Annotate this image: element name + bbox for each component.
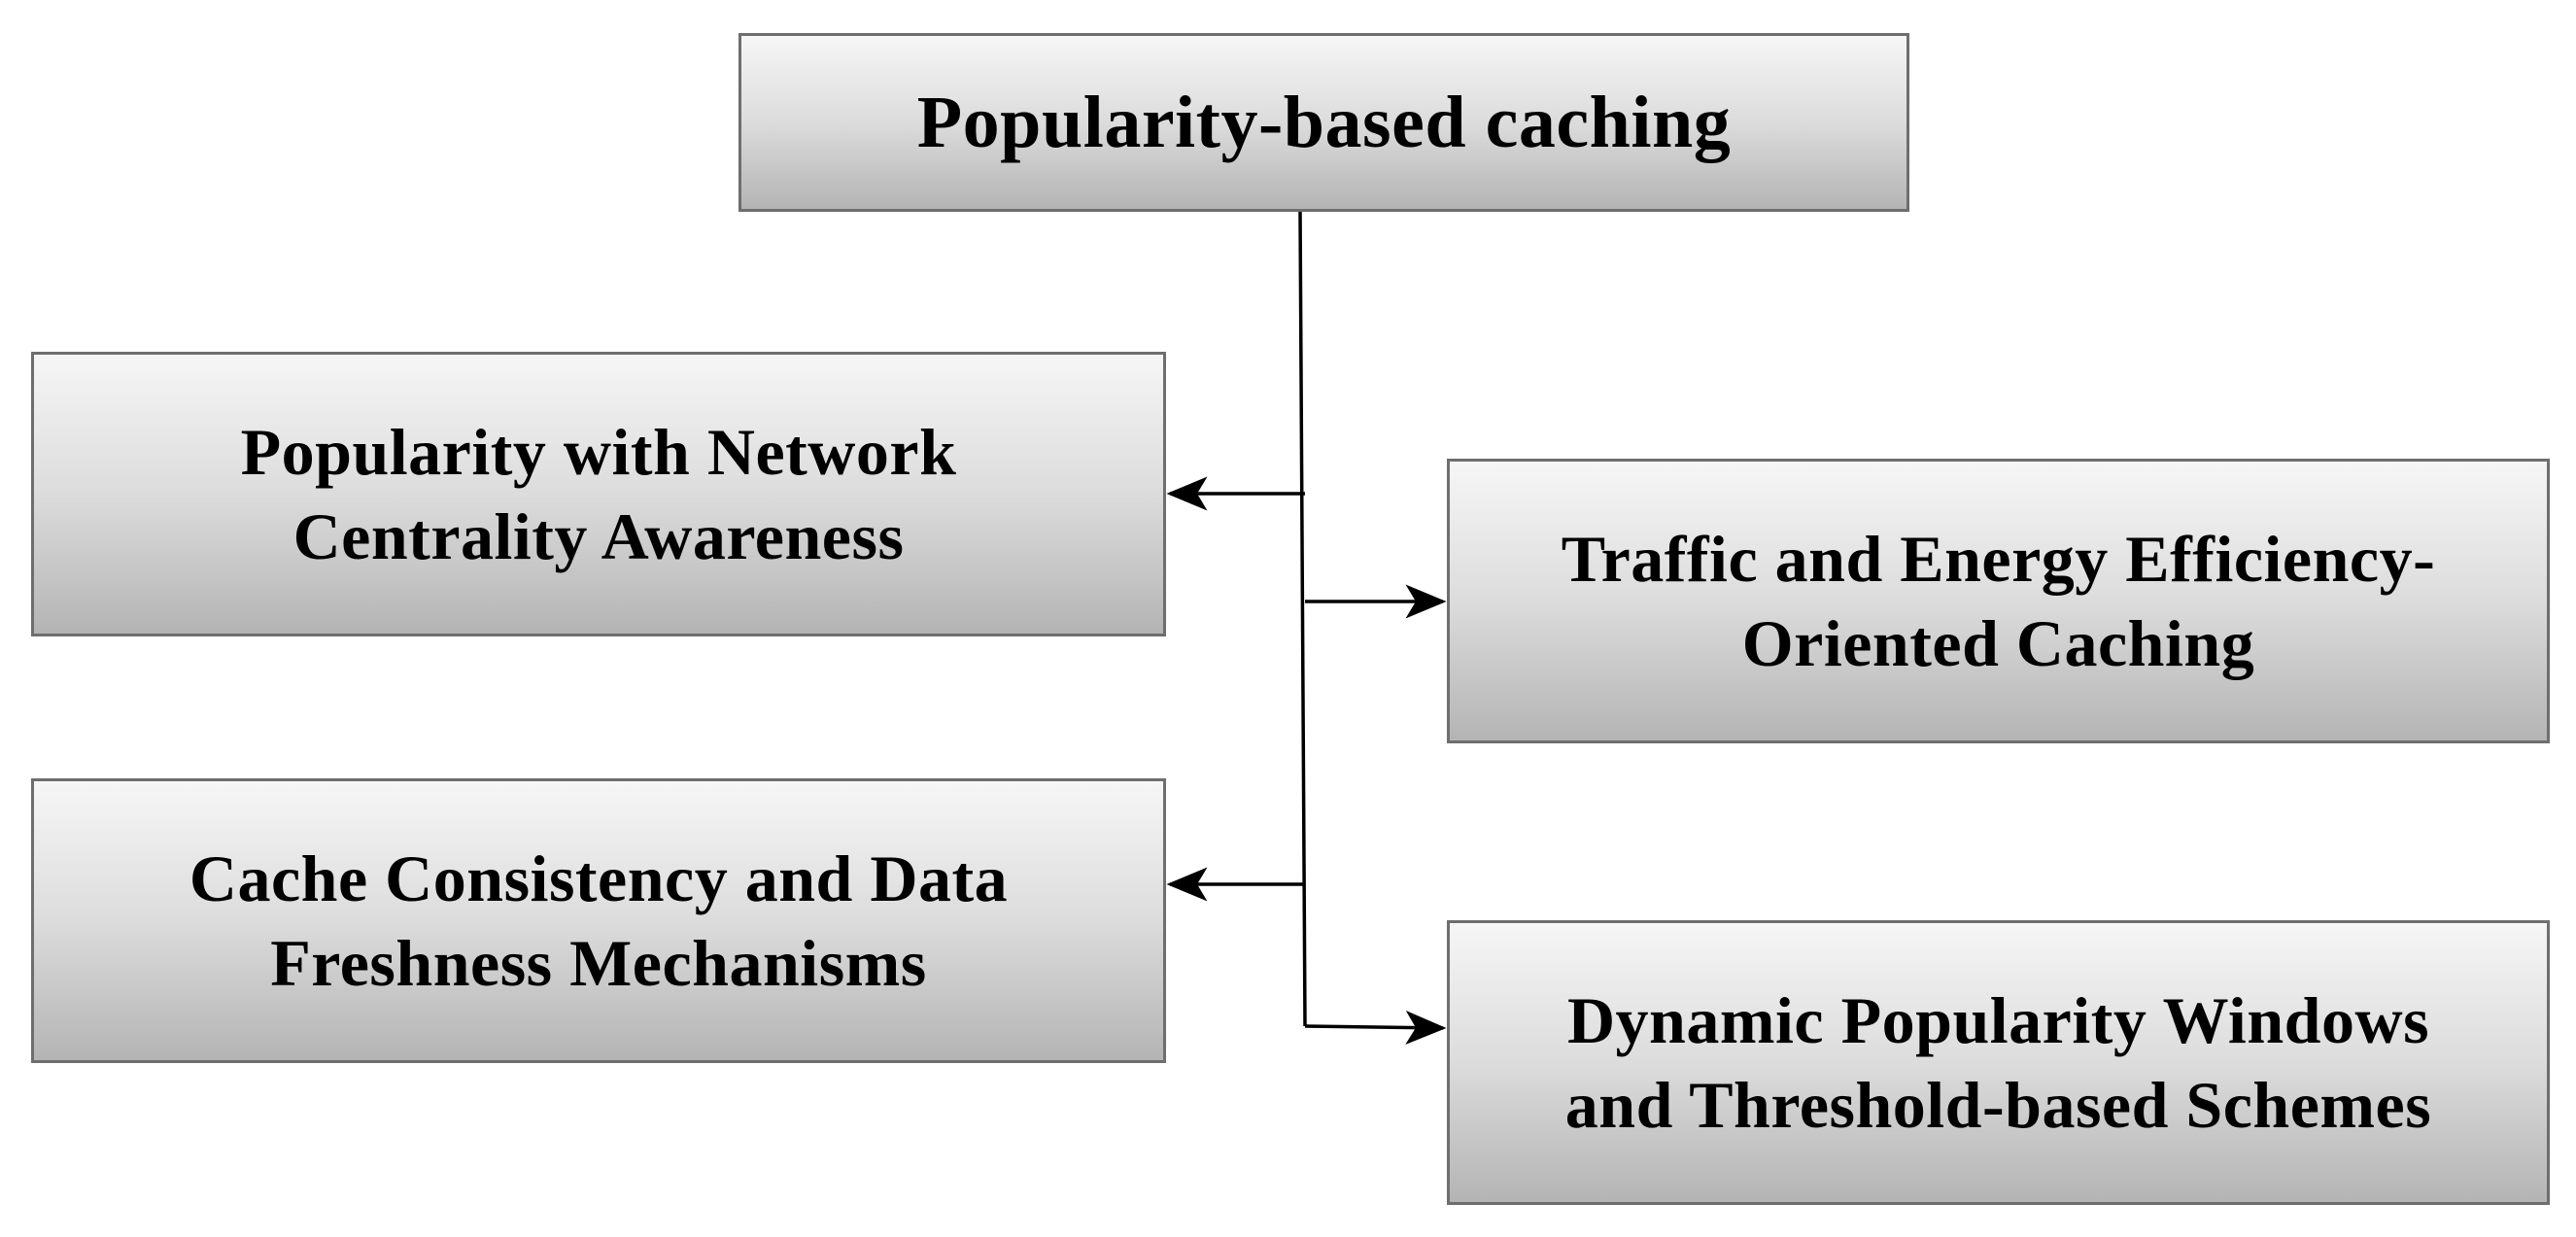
branch-box-traffic-energy: Traffic and Energy Efficiency- Oriented … <box>1447 459 2550 743</box>
root-node-label: Popularity-based caching <box>916 81 1732 163</box>
branch-label-dynamic-popularity: Dynamic Popularity Windows and Threshold… <box>1564 982 2432 1142</box>
branch-label-cache-consistency: Cache Consistency and Data Freshness Mec… <box>189 841 1009 1000</box>
branch-box-cache-consistency: Cache Consistency and Data Freshness Mec… <box>31 778 1166 1063</box>
root-node-box: Popularity-based caching <box>738 33 1909 212</box>
trunk-line <box>1298 211 1307 1027</box>
branch-label-network-centrality: Popularity with Network Centrality Aware… <box>240 414 957 573</box>
branch-box-network-centrality: Popularity with Network Centrality Aware… <box>31 352 1166 636</box>
branch-box-dynamic-popularity: Dynamic Popularity Windows and Threshold… <box>1447 920 2550 1205</box>
arrow-to-dynamic <box>1304 1010 1447 1045</box>
branch-label-traffic-energy: Traffic and Energy Efficiency- Oriented … <box>1561 521 2436 680</box>
